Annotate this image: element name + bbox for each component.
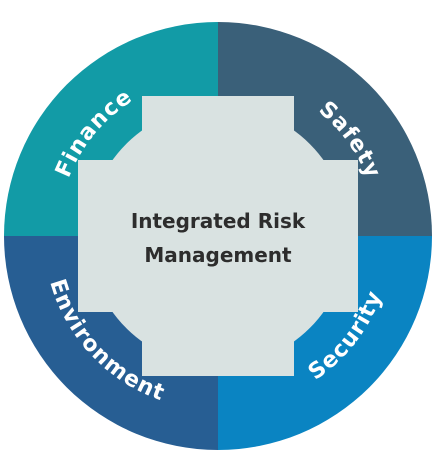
center-title-line1: Integrated Risk — [131, 209, 306, 233]
center-title-line2: Management — [144, 243, 292, 267]
center-badge — [78, 96, 358, 376]
